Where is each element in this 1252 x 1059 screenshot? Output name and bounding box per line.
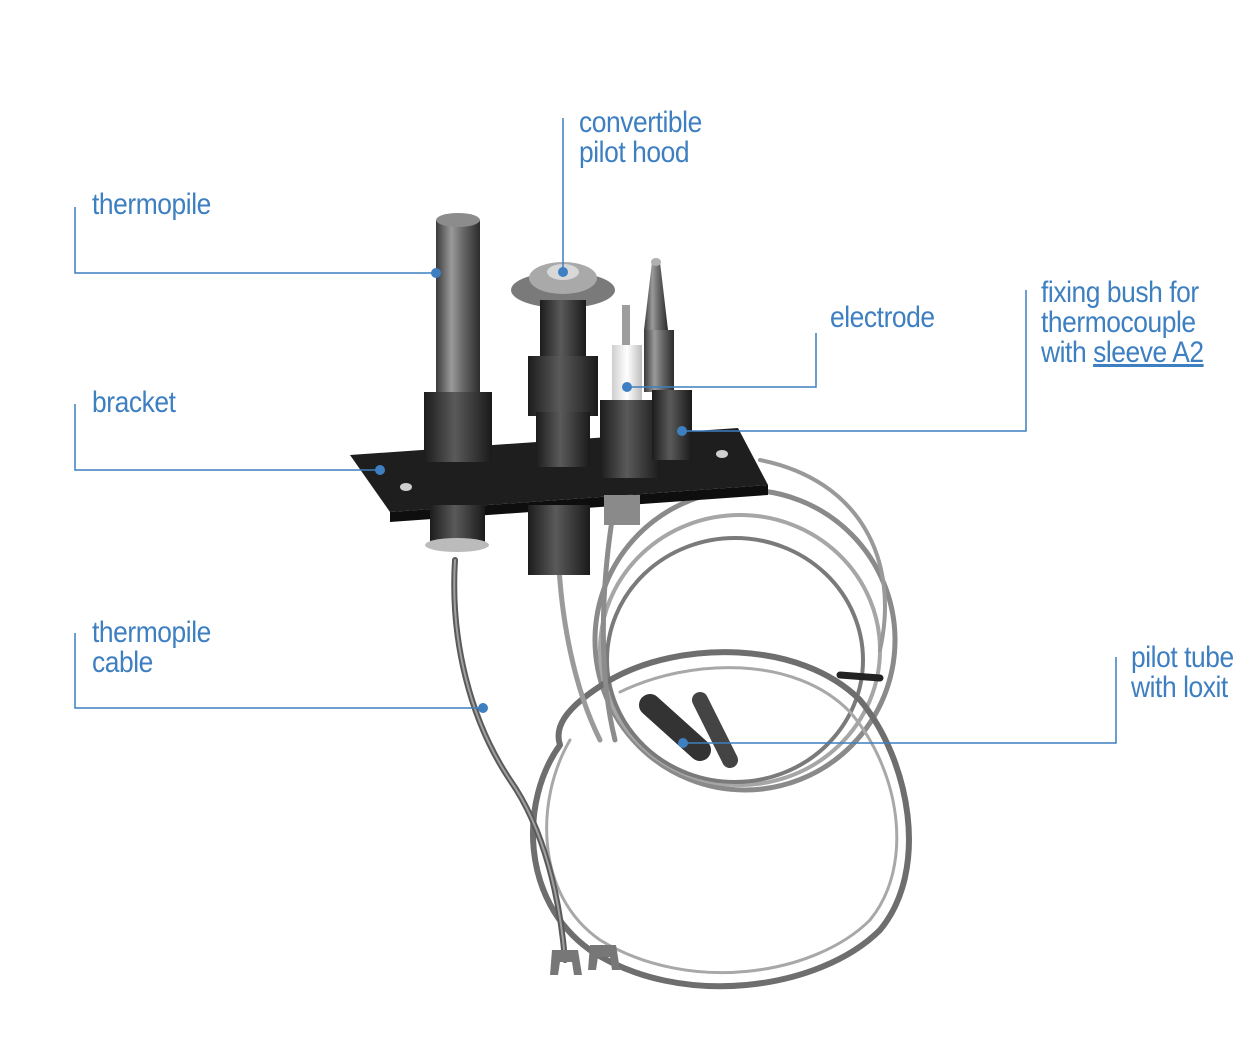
thermocouple-part: [644, 258, 692, 460]
label-bracket-text: bracket: [92, 386, 176, 419]
dot-thermopile: [431, 268, 441, 278]
braided-cable: [529, 649, 912, 990]
label-fixing-line3: with sleeve A2: [1041, 338, 1204, 368]
label-convertible-line2: pilot hood: [579, 136, 690, 169]
fork-terminal-icon: [550, 945, 620, 975]
leader-thermopile: [74, 207, 436, 274]
dot-convertible: [558, 267, 568, 277]
label-fixing-line1: fixing bush for: [1041, 276, 1199, 309]
label-pilot-tube: pilot tube with loxit: [1131, 643, 1234, 703]
leader-bracket: [74, 404, 380, 471]
label-tube-line1: pilot tube: [1131, 641, 1234, 674]
label-convertible-pilot-hood: convertible pilot hood: [579, 108, 702, 168]
label-fixing-line2: thermocouple: [1041, 306, 1196, 339]
leader-lines: [74, 118, 1117, 744]
label-electrode-text: electrode: [830, 301, 935, 334]
dot-cable: [478, 703, 488, 713]
dot-fixing: [677, 426, 687, 436]
label-thermopile-text: thermopile: [92, 188, 211, 221]
leader-dots: [375, 267, 688, 748]
label-convertible-line1: convertible: [579, 106, 702, 139]
dot-electrode: [622, 382, 632, 392]
label-fixing-bush: fixing bush for thermocouple with sleeve…: [1041, 278, 1204, 368]
thermopile-cable: [451, 517, 618, 963]
leader-electrode: [627, 333, 817, 388]
dot-bracket: [375, 465, 385, 475]
leader-tube: [683, 657, 1117, 744]
thermopile-rod: [424, 213, 492, 552]
label-fixing-prefix: with: [1041, 336, 1094, 369]
pilot-hood-assembly: [511, 262, 615, 575]
label-thermopile: thermopile: [92, 190, 211, 220]
label-bracket: bracket: [92, 388, 176, 418]
dot-tube: [678, 738, 688, 748]
label-electrode: electrode: [830, 303, 935, 333]
leader-cable: [74, 633, 483, 709]
label-tube-line2: with loxit: [1131, 671, 1228, 704]
leader-fixing: [682, 290, 1027, 432]
label-thermopile-cable: thermopile cable: [92, 618, 211, 678]
sleeve-a2-link[interactable]: sleeve A2: [1093, 336, 1204, 369]
electrode-part: [600, 305, 660, 525]
label-cable-line1: thermopile: [92, 616, 211, 649]
label-cable-line2: cable: [92, 646, 153, 679]
